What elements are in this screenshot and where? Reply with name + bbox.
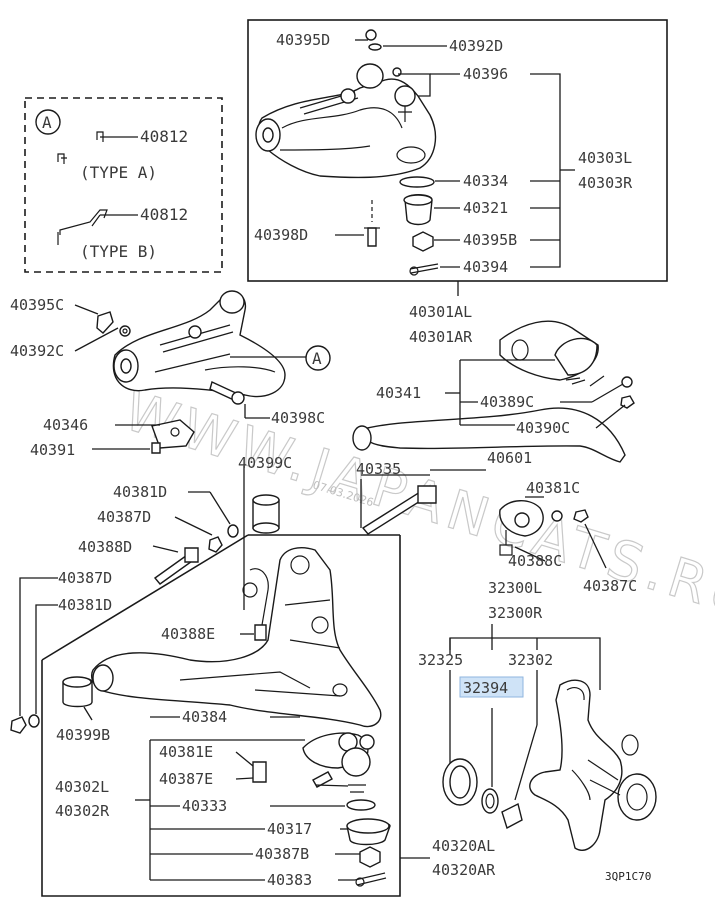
label-40303L: 40303L: [578, 149, 632, 167]
label-40381D-upper: 40381D: [113, 483, 167, 501]
lower-arm-drawing: [91, 547, 391, 887]
label-40387B: 40387B: [255, 845, 309, 863]
type-a-text: (TYPE A): [80, 163, 157, 182]
nut-40387D-lower: [10, 716, 27, 734]
label-40399C: 40399C: [238, 454, 292, 472]
label-40333: 40333: [182, 797, 227, 815]
label-32300R: 32300R: [488, 604, 543, 622]
label-40395C: 40395C: [10, 296, 64, 314]
label-40394: 40394: [463, 258, 508, 276]
label-40384: 40384: [182, 708, 227, 726]
label-32394[interactable]: 32394: [463, 679, 508, 697]
type-b-text: (TYPE B): [80, 242, 157, 261]
label-40392C: 40392C: [10, 342, 64, 360]
diagram-code: 3QP1C70: [605, 870, 651, 883]
callout-a-circle: [35, 109, 61, 135]
label-40396: 40396: [463, 65, 508, 83]
label-40398D: 40398D: [254, 226, 308, 244]
label-40321: 40321: [463, 199, 508, 217]
label-40301AR: 40301AR: [409, 328, 473, 346]
upper-arm-drawing: [255, 29, 439, 276]
label-40391: 40391: [30, 441, 75, 459]
label-40812-type-b: 40812: [140, 205, 188, 224]
label-40601: 40601: [487, 449, 532, 467]
label-40388E: 40388E: [161, 625, 215, 643]
label-40395B: 40395B: [463, 231, 517, 249]
label-40395D: 40395D: [276, 31, 330, 49]
washer-40381D: [227, 524, 239, 538]
label-32300L: 32300L: [488, 579, 542, 597]
label-40317: 40317: [267, 820, 312, 838]
label-40387D-upper: 40387D: [97, 508, 151, 526]
callout-a-ref-circle: [305, 345, 331, 371]
bracket-40346-drawing: [151, 419, 195, 454]
label-40303R: 40303R: [578, 174, 633, 192]
label-40389C: 40389C: [480, 393, 534, 411]
label-40390C: 40390C: [516, 419, 570, 437]
label-40301AL: 40301AL: [409, 303, 472, 321]
upper-arm-assembled-drawing: [96, 290, 286, 405]
label-40381D-lower: 40381D: [58, 596, 112, 614]
callout-a-letter: A: [42, 113, 52, 132]
label-40399B: 40399B: [56, 726, 110, 744]
callout-box-a: [24, 97, 223, 273]
bracket-40601-drawing: [499, 500, 589, 556]
label-40388D: 40388D: [78, 538, 132, 556]
label-40387D-lower: 40387D: [58, 569, 112, 587]
label-40302L: 40302L: [55, 778, 109, 796]
label-40388C: 40388C: [508, 552, 562, 570]
knuckle-drawing: [442, 679, 657, 851]
highlight-32394[interactable]: [459, 676, 524, 698]
label-40381E: 40381E: [159, 743, 213, 761]
nut-40387D: [208, 536, 223, 553]
washer-40381D-lower: [28, 714, 40, 728]
label-40383: 40383: [267, 871, 312, 889]
label-40387C: 40387C: [583, 577, 637, 595]
label-40335: 40335: [356, 460, 401, 478]
label-40334: 40334: [463, 172, 508, 190]
label-40341: 40341: [376, 384, 421, 402]
label-40812-type-a: 40812: [140, 127, 188, 146]
callout-a-ref-letter: A: [312, 349, 322, 368]
label-40392D: 40392D: [449, 37, 503, 55]
label-40302R: 40302R: [55, 802, 110, 820]
label-32302: 32302: [508, 651, 553, 669]
label-40346: 40346: [43, 416, 88, 434]
strut-bar-drawing: [352, 320, 635, 463]
label-40398C: 40398C: [271, 409, 325, 427]
label-40320AL: 40320AL: [432, 837, 495, 855]
label-40387E: 40387E: [159, 770, 213, 788]
label-40381C: 40381C: [526, 479, 580, 497]
lower-arm-kit-box: [41, 535, 401, 897]
label-40320AR: 40320AR: [432, 861, 496, 879]
label-32325: 32325: [418, 651, 463, 669]
